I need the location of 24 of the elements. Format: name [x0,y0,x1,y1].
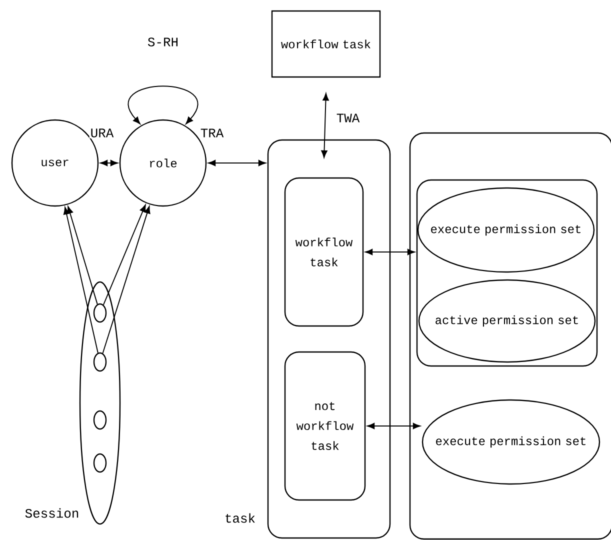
edge-label: TWA [335,112,361,124]
session-circle [93,453,107,473]
arrow [367,422,420,430]
arrow [66,206,98,305]
node-label: Session [25,508,78,518]
node-label: task [226,513,255,523]
arrow [100,160,118,166]
session-circle [93,410,107,430]
edge-label: URA [89,128,115,138]
arrow [128,86,198,124]
edge-label: S-RH [146,36,180,48]
arrow [208,160,266,166]
arrow [321,93,329,158]
arrow [102,206,150,354]
arrow [365,248,415,256]
permission-group [416,179,598,367]
task-box: workflow task [284,177,364,327]
arrow [63,206,98,354]
session-circle [93,303,107,323]
session-circle [93,352,107,372]
permission-container [409,132,611,540]
task-box: workflow task [271,10,381,78]
task-box: not workflow task [284,351,366,501]
arrow [102,204,146,306]
